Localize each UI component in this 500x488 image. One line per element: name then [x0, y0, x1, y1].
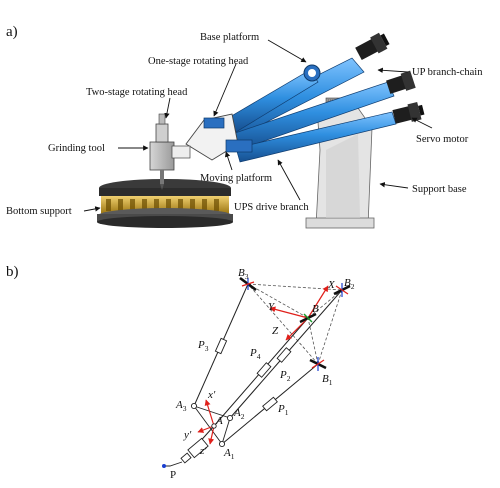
label-two-stage-head: Two-stage rotating head	[86, 87, 188, 98]
label-a3: A3	[175, 399, 187, 413]
moving-triangle	[193, 405, 231, 445]
label-moving-platform: Moving platform	[200, 173, 272, 184]
label-ups-drive-branch: UPS drive branch	[234, 202, 309, 213]
label-a1: A1	[223, 447, 235, 461]
label-up-branch-chain: UP branch-chain	[412, 67, 483, 78]
bottom-support-drawing	[97, 179, 233, 228]
label-p2: P2	[279, 369, 291, 383]
label-axis-y: Y	[268, 301, 276, 313]
panel-a-label: a)	[6, 24, 18, 40]
servo-motors-drawing	[355, 32, 425, 124]
label-grinding-tool: Grinding tool	[48, 143, 105, 154]
grinding-tool-drawing	[149, 113, 175, 190]
panel-b: b)	[6, 264, 355, 481]
moving-joints	[190, 402, 234, 448]
label-axis-z-prime: z′	[199, 445, 207, 457]
label-p: P	[170, 469, 176, 481]
label-bottom-support: Bottom support	[6, 206, 72, 217]
panel-a: a)	[6, 24, 483, 229]
label-p4: P4	[249, 347, 261, 361]
label-base-platform: Base platform	[200, 32, 259, 43]
label-axis-y-prime: y′	[183, 429, 192, 441]
label-servo-motor: Servo motor	[416, 134, 469, 145]
base-joints	[239, 276, 351, 371]
base-triangle	[247, 283, 343, 365]
label-axis-x: X	[327, 279, 336, 291]
label-a2: A2	[233, 407, 245, 421]
frame-a-axes	[197, 399, 215, 445]
label-b: B	[312, 303, 319, 315]
frame-b-axes	[269, 285, 329, 341]
label-b1: B1	[322, 373, 333, 387]
label-axis-z: Z	[272, 325, 279, 337]
label-p3: P3	[197, 339, 209, 353]
callout-lines	[83, 39, 433, 212]
prismatic-joints	[214, 337, 292, 412]
tool-tip	[162, 437, 209, 468]
label-support-base: Support base	[412, 184, 467, 195]
label-b2: B2	[344, 277, 355, 291]
label-p1: P1	[277, 403, 289, 417]
label-one-stage-head: One-stage rotating head	[148, 56, 249, 67]
label-axis-x-prime: x′	[207, 389, 216, 401]
label-a: A	[215, 415, 223, 427]
label-b3: B3	[238, 267, 249, 281]
legs-drawing	[171, 57, 397, 163]
panel-b-label: b)	[6, 264, 19, 280]
